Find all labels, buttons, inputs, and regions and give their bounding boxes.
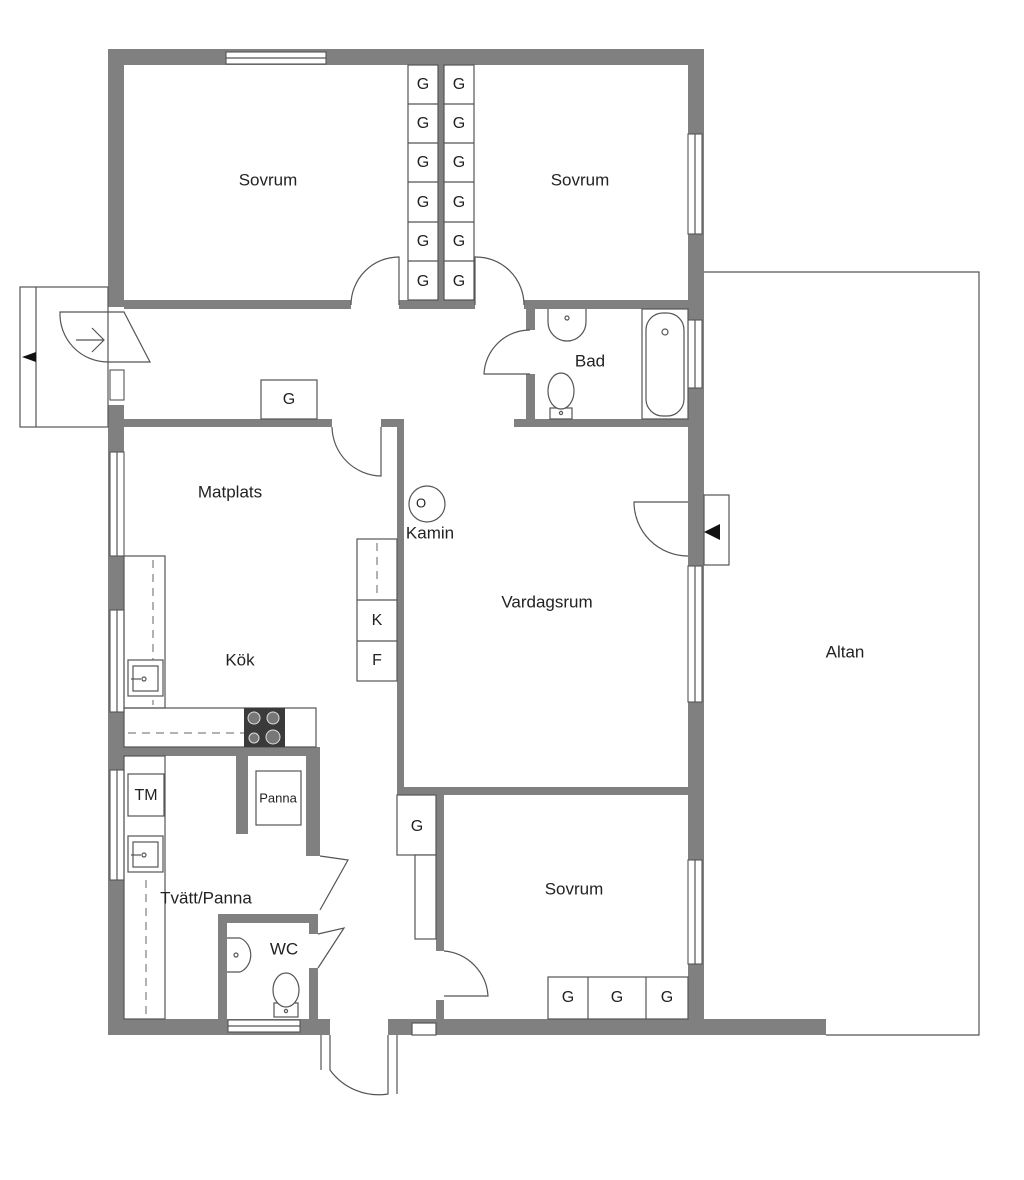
altan-deck [704,271,980,1036]
kitchen-fixtures: K F [123,538,398,748]
freezer-label: F [372,652,382,669]
washer-label: TM [134,787,157,804]
fireplace: O [408,485,446,523]
room-label-sovrum-3: Sovrum [545,879,604,898]
wardrobe-label: G [453,273,465,290]
wardrobe-label: G [411,818,423,835]
room-label-tvatt-panna: Tvätt/Panna [160,888,252,907]
wardrobe-label: G [453,76,465,93]
fireplace-symbol: O [416,495,426,510]
wardrobe-label: G [661,989,673,1006]
wardrobe-label: G [283,391,295,408]
room-label-wc: WC [270,939,298,958]
wardrobe-label: G [417,154,429,171]
wardrobe-label: G [417,233,429,250]
wc-fixtures [227,937,300,1018]
room-label-sovrum-2: Sovrum [551,170,610,189]
wardrobe-label: G [611,989,623,1006]
wardrobe-label: G [453,115,465,132]
wardrobe-label: G [417,76,429,93]
wardrobes: G G G G G G G G G G G G G G G G G [260,64,689,1020]
wardrobe-label: G [417,273,429,290]
wardrobe-label: G [417,194,429,211]
room-label-matplats: Matplats [198,482,262,501]
wardrobe-label: G [417,115,429,132]
wardrobe-label: G [453,154,465,171]
room-labels: Sovrum Sovrum Bad Matplats Kamin Vardags… [160,170,864,958]
doors [19,256,730,1096]
room-label-altan: Altan [826,642,865,661]
wardrobe-label: G [453,194,465,211]
room-label-vardagsrum: Vardagsrum [501,592,592,611]
bathroom-fixtures [547,308,689,420]
wardrobe-label: G [453,233,465,250]
room-label-kamin: Kamin [406,523,454,542]
room-label-kok: Kök [225,650,255,669]
boiler-label: Panna [259,790,297,805]
laundry-fixtures: TM Panna [123,755,302,1020]
room-label-bad: Bad [575,351,605,370]
windows [109,51,703,1033]
room-label-sovrum-1: Sovrum [239,170,298,189]
wardrobe-label: G [562,989,574,1006]
fridge-label: K [372,612,383,629]
